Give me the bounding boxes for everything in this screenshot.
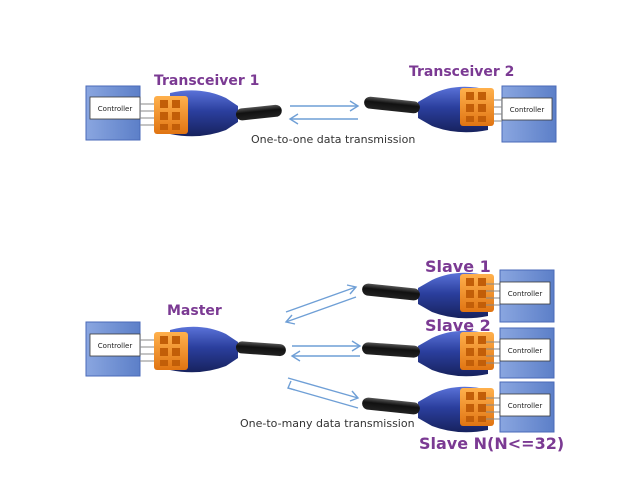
one-to-many-caption: One-to-many data transmission xyxy=(240,417,415,430)
slave-1-label: Slave 1 xyxy=(425,257,491,276)
controller-label: Controller xyxy=(98,105,133,113)
slave-1-device xyxy=(362,272,494,319)
controller-slave-n: Controller xyxy=(499,381,555,433)
controller-transceiver-2: Controller xyxy=(501,85,557,143)
wires-master xyxy=(140,339,156,362)
controller-label: Controller xyxy=(508,290,543,298)
controller-slave-2: Controller xyxy=(499,327,555,379)
transceiver-2-label: Transceiver 2 xyxy=(409,64,515,80)
arrow-to-slave-2 xyxy=(290,340,362,362)
arrow-one-to-one xyxy=(288,100,360,125)
controller-master: Controller xyxy=(85,321,141,377)
slave-n-label: Slave N(N<=32) xyxy=(419,434,565,453)
wires-slave-n xyxy=(486,397,500,420)
controller-label: Controller xyxy=(510,106,545,114)
wires-transceiver-1 xyxy=(140,103,156,126)
master-device xyxy=(154,326,286,373)
slave-2-device xyxy=(362,330,494,377)
slave-n-device xyxy=(362,386,494,433)
slave-2-label: Slave 2 xyxy=(425,316,491,335)
arrow-to-slave-1 xyxy=(284,284,358,325)
master-label: Master xyxy=(167,303,222,319)
controller-label: Controller xyxy=(98,342,133,350)
controller-transceiver-1: Controller xyxy=(85,85,141,141)
one-to-one-caption: One-to-one data transmission xyxy=(251,133,416,146)
transceiver-1-label: Transceiver 1 xyxy=(154,73,260,89)
controller-slave-1: Controller xyxy=(499,269,555,323)
arrow-to-slave-n xyxy=(287,377,360,409)
controller-label: Controller xyxy=(508,347,543,355)
transceiver-1-device xyxy=(154,90,282,137)
wires-slave-2 xyxy=(486,341,500,364)
wires-slave-1 xyxy=(486,283,500,306)
controller-label: Controller xyxy=(508,402,543,410)
transceiver-2-device xyxy=(364,86,494,133)
